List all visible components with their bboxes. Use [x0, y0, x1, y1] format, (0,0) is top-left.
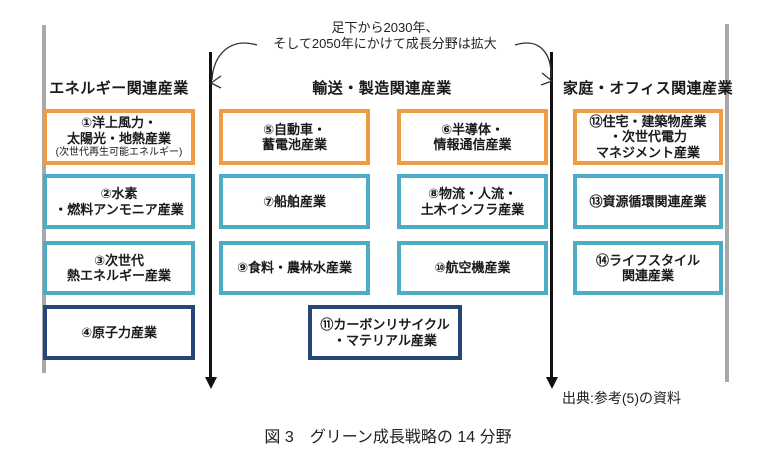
figure-caption: 図 3 グリーン成長戦略の 14 分野	[264, 429, 512, 446]
right-timeline-arrow	[550, 52, 553, 378]
column-header-energy: エネルギー関連産業	[49, 80, 189, 97]
left-timeline-arrowhead-icon	[205, 377, 217, 389]
right-timeline-arrowhead-icon	[546, 377, 558, 389]
industry-box-5-automobile: ⑤自動車・ 蓄電池産業	[219, 109, 370, 165]
growth-expansion-arrows-icon	[209, 42, 554, 89]
industry-box-7-ships: ⑦船舶産業	[219, 174, 370, 229]
industry-box-13-label: ⑬資源循環関連産業	[589, 193, 707, 209]
industry-box-5-label: ⑤自動車・ 蓄電池産業	[261, 121, 327, 152]
industry-box-3-next-gen-heat: ③次世代 熱エネルギー産業	[43, 241, 195, 295]
industry-box-9-label: ⑨食料・農林水産業	[236, 260, 352, 276]
source-note: 出典:参考(5)の資料	[562, 390, 681, 406]
industry-box-1-offshore-wind: ①洋上風力・ 太陽光・地熱産業 (次世代再生可能エネルギー)	[43, 109, 195, 165]
industry-box-11-label: ⑪カーボンリサイクル ・マテリアル産業	[320, 317, 450, 348]
industry-box-2-label: ②水素 ・燃料アンモニア産業	[54, 186, 184, 217]
industry-box-14-label: ⑭ライフスタイル 関連産業	[595, 252, 700, 283]
growth-annotation: 足下から2030年、 そして2050年にかけて成長分野は拡大	[273, 20, 497, 52]
industry-box-4-nuclear: ④原子力産業	[43, 305, 195, 360]
industry-box-8-logistics: ⑧物流・人流・ 土木インフラ産業	[397, 174, 548, 229]
left-timeline-arrow	[209, 52, 212, 378]
industry-box-6-semiconductor: ⑥半導体・ 情報通信産業	[397, 109, 548, 165]
industry-box-11-carbon-recycle: ⑪カーボンリサイクル ・マテリアル産業	[308, 305, 462, 360]
industry-box-12-housing: ⑫住宅・建築物産業 ・次世代電力 マネジメント産業	[573, 109, 723, 165]
industry-box-12-label: ⑫住宅・建築物産業 ・次世代電力 マネジメント産業	[589, 114, 707, 160]
column-header-home-office: 家庭・オフィス関連産業	[562, 80, 734, 97]
right-boundary-bar	[725, 24, 729, 382]
industry-box-2-hydrogen: ②水素 ・燃料アンモニア産業	[43, 174, 195, 229]
industry-box-14-lifestyle: ⑭ライフスタイル 関連産業	[573, 241, 723, 295]
industry-box-8-label: ⑧物流・人流・ 土木インフラ産業	[420, 186, 525, 217]
industry-box-6-label: ⑥半導体・ 情報通信産業	[433, 121, 512, 152]
industry-box-13-resource-circulation: ⑬資源循環関連産業	[573, 174, 723, 229]
industry-box-9-food-agriculture: ⑨食料・農林水産業	[219, 241, 370, 295]
industry-box-1-label: ①洋上風力・ 太陽光・地熱産業	[66, 115, 171, 146]
industry-box-1-sublabel: (次世代再生可能エネルギー)	[55, 146, 183, 158]
industry-box-3-label: ③次世代 熱エネルギー産業	[66, 252, 171, 283]
industry-box-7-label: ⑦船舶産業	[262, 193, 326, 209]
industry-box-10-aircraft: ⑩航空機産業	[397, 241, 548, 295]
industry-box-4-label: ④原子力産業	[80, 324, 157, 340]
industry-box-10-label: ⑩航空機産業	[434, 260, 511, 276]
column-header-transport-manufacturing: 輸送・製造関連産業	[312, 80, 452, 97]
